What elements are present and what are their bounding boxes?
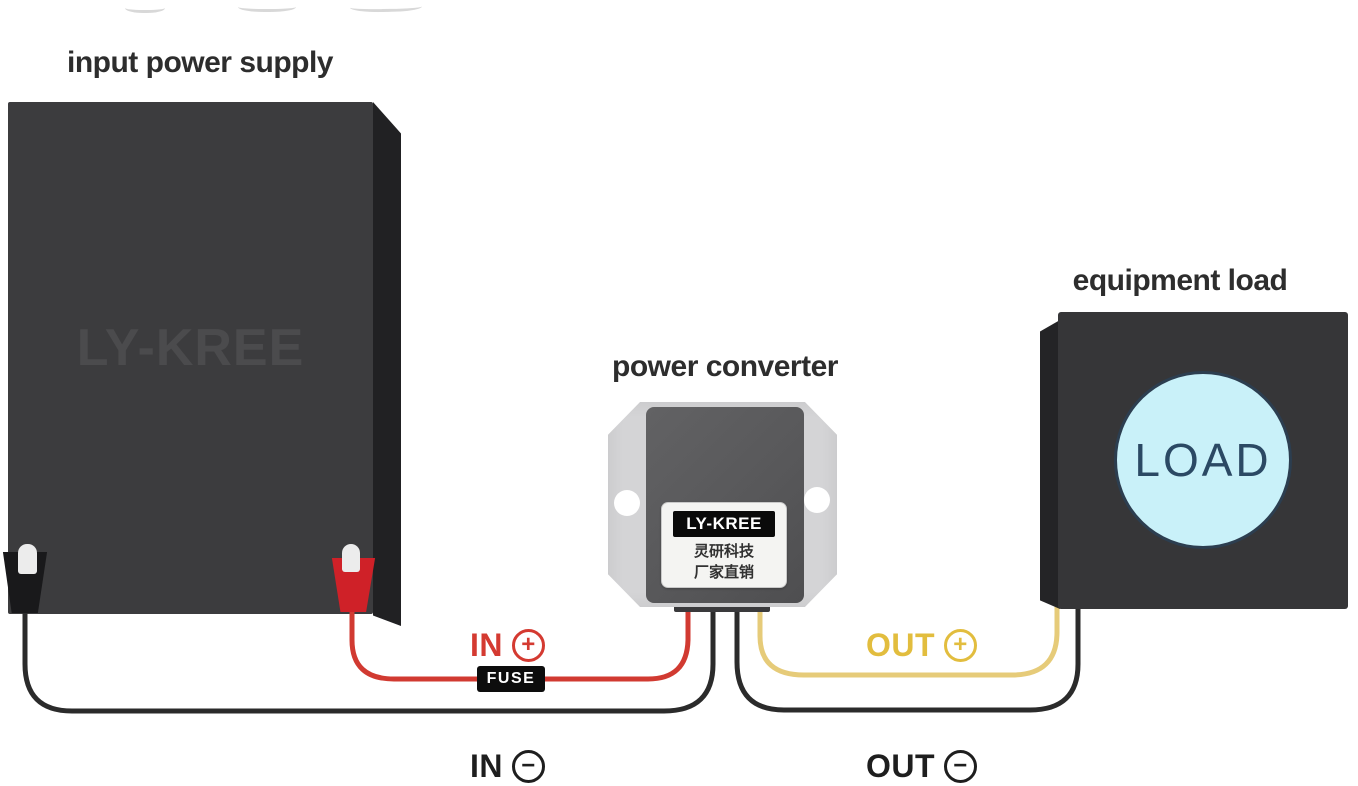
label-in-positive: IN +: [470, 627, 545, 664]
battery-brand-text: LY-KREE: [76, 319, 305, 377]
plus-circle-icon: +: [512, 629, 545, 662]
label-in-negative: IN −: [470, 748, 545, 785]
label-out-positive: OUT +: [866, 627, 978, 664]
in-negative-text: IN: [470, 748, 503, 784]
label-out-negative: OUT −: [866, 748, 978, 785]
out-negative-text: OUT: [866, 748, 936, 784]
wire-out-positive: [757, 601, 1060, 678]
power-converter-title: power converter: [612, 350, 838, 383]
converter-brand-bar: LY-KREE: [673, 511, 775, 537]
battery-box: [8, 102, 373, 614]
battery-negative-post: [18, 544, 37, 574]
out-positive-text: OUT: [866, 627, 936, 663]
mounting-hole-left: [614, 490, 640, 516]
converter-label-sticker: LY-KREE 灵研科技 厂家直销: [661, 502, 787, 588]
converter-label-line1: 灵研科技: [693, 543, 754, 560]
battery-side-face: [373, 102, 401, 626]
wire-in-negative: [22, 601, 716, 714]
battery-positive-post: [342, 544, 360, 572]
cropped-text-artifact: [238, 1, 296, 12]
input-power-supply-title: input power supply: [67, 46, 334, 79]
minus-circle-icon: −: [944, 750, 978, 783]
wire-out-negative: [734, 601, 1081, 713]
equipment-load-title: equipment load: [1072, 264, 1288, 297]
in-positive-text: IN: [470, 627, 503, 663]
load-circle: LOAD: [1114, 371, 1292, 549]
cropped-text-artifact: [125, 2, 165, 13]
fuse-badge: FUSE: [477, 666, 545, 692]
plus-circle-icon: +: [944, 629, 978, 662]
converter-label-line2: 厂家直销: [693, 564, 754, 581]
minus-circle-icon: −: [512, 750, 545, 783]
load-side-face: [1040, 320, 1060, 609]
load-text: LOAD: [1134, 434, 1272, 486]
mounting-hole-right: [804, 487, 830, 513]
